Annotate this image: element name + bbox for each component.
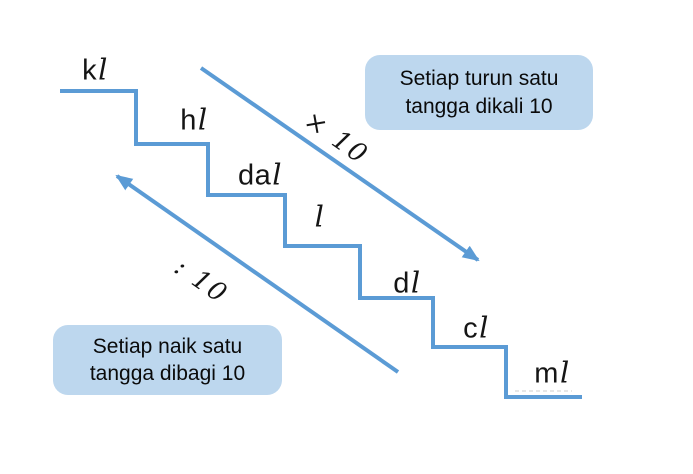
liter-symbol: l — [98, 52, 108, 87]
callout-step-up-line1: Setiap naik satu — [92, 334, 243, 358]
callout-step-down: Setiap turun satu tangga dikali 10 — [365, 55, 593, 130]
liter-symbol: l — [410, 265, 421, 300]
callout-step-down-line1: Setiap turun satu — [399, 67, 559, 91]
unit-prefix: m — [534, 357, 559, 390]
unit-prefix: c — [463, 312, 479, 345]
liter-symbol: l — [197, 102, 208, 137]
unit-prefix: d — [393, 267, 410, 300]
callout-step-up: Setiap naik satu tangga dibagi 10 — [53, 325, 282, 395]
multiply-arrow — [199, 66, 480, 262]
unit-label-dl: dl — [393, 266, 420, 301]
staircase-line — [60, 89, 582, 399]
callout-step-down-line2: tangga dikali 10 — [405, 94, 553, 118]
unit-prefix: k — [82, 54, 98, 87]
liter-symbol: l — [314, 199, 325, 234]
liter-symbol: l — [479, 310, 489, 345]
unit-label-kl: kl — [82, 53, 108, 88]
unit-prefix: da — [237, 159, 272, 192]
unit-prefix: h — [180, 104, 197, 137]
unit-label-ml: ml — [534, 356, 569, 391]
unit-label-l: l — [314, 200, 325, 235]
unit-label-dal: dal — [238, 158, 282, 193]
unit-label-hl: hl — [180, 103, 207, 138]
unit-label-cl: cl — [463, 311, 489, 346]
divide-arrow — [115, 174, 400, 374]
callout-step-up-line2: tangga dibagi 10 — [89, 362, 246, 385]
liter-symbol: l — [272, 157, 283, 192]
liter-symbol: l — [559, 355, 570, 390]
